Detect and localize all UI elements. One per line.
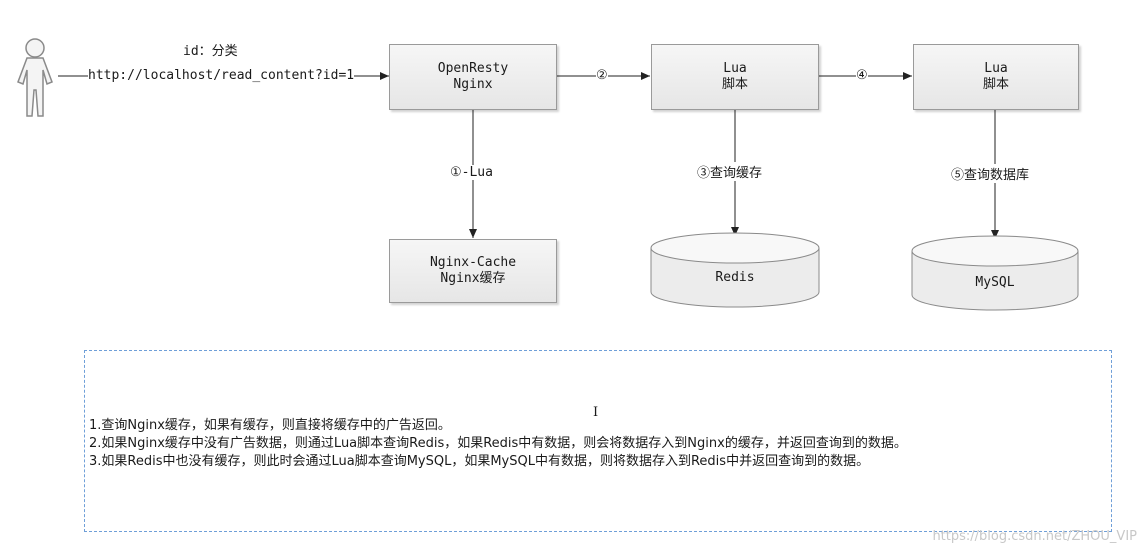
notes-box: I 1.查询Nginx缓存，如果有缓存，则直接将缓存中的广告返回。 2.如果Ng… (84, 350, 1112, 532)
nginx-cache-line2: Nginx缓存 (440, 271, 506, 286)
lua1-line2: 脚本 (721, 77, 748, 92)
request-url-label: http://localhost/read_content?id=1 (88, 68, 355, 83)
nginx-cache-line1: Nginx-Cache (429, 255, 517, 270)
lua2-line1: Lua (984, 61, 1008, 76)
note-line-1: 1.查询Nginx缓存，如果有缓存，则直接将缓存中的广告返回。 (89, 418, 451, 433)
user-id-label: id：分类 (183, 44, 238, 59)
step3-label: ③查询缓存 (697, 162, 763, 181)
watermark: https://blog.csdn.net/ZHOU_VIP (932, 529, 1137, 544)
note-line-2: 2.如果Nginx缓存中没有广告数据，则通过Lua脚本查询Redis，如果Red… (89, 436, 907, 451)
note-line-3: 3.如果Redis中也没有缓存，则此时会通过Lua脚本查询MySQL，如果MyS… (89, 454, 870, 469)
text-cursor-icon: I (593, 405, 599, 420)
openresty-nginx-node: OpenResty Nginx (389, 44, 557, 110)
lua-script-node-2: Lua 脚本 (913, 44, 1079, 110)
openresty-line1: OpenResty (437, 61, 509, 76)
lua2-line2: 脚本 (982, 77, 1009, 92)
redis-cylinder (650, 232, 820, 308)
mysql-cylinder (911, 235, 1079, 311)
notes-text: 1.查询Nginx缓存，如果有缓存，则直接将缓存中的广告返回。 2.如果Ngin… (89, 417, 907, 471)
mysql-label: MySQL (975, 275, 1015, 290)
redis-label: Redis (715, 270, 755, 285)
nginx-cache-node: Nginx-Cache Nginx缓存 (389, 239, 557, 303)
user-actor-icon (17, 38, 53, 117)
openresty-line2: Nginx (453, 77, 493, 92)
lua1-line1: Lua (723, 61, 747, 76)
step1-label: ①-Lua (450, 165, 493, 180)
lua-script-node-1: Lua 脚本 (651, 44, 819, 110)
step4-label: ④ (856, 68, 868, 83)
step2-label: ② (596, 68, 608, 83)
step5-label: ⑤查询数据库 (951, 164, 1030, 183)
